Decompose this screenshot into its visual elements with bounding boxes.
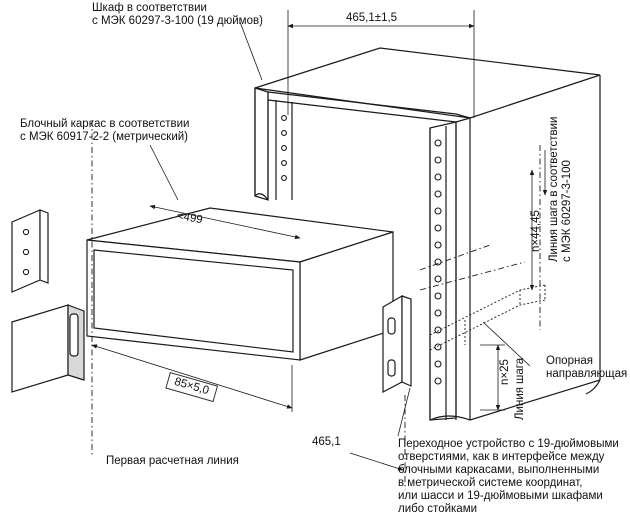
dim-465: 465,1 xyxy=(312,436,341,448)
support-rail-label: Опорная направляющая xyxy=(546,355,628,380)
left-bracket-lower xyxy=(11,304,85,393)
dim-cabinet-width: 465,1±1,5 xyxy=(346,12,398,24)
pitch-line-label: Линия шага xyxy=(514,357,526,420)
right-post-holes xyxy=(434,139,442,385)
subrack-label: Блочный каркас в соответствии с МЭК 6091… xyxy=(20,118,190,143)
left-bracket-upper xyxy=(11,209,49,293)
dim-pitch-vertical: n×44,45 xyxy=(530,210,542,252)
subrack xyxy=(86,207,394,361)
leaders xyxy=(149,21,531,437)
dimensions xyxy=(91,10,548,490)
pitch-line-cabinet-label: Линия шага в соответствии с МЭК 60297-3-… xyxy=(548,116,573,262)
dim-pitch-25: n×25 xyxy=(499,359,511,385)
cabinet xyxy=(254,47,601,421)
adapter-label: Переходное устройство с 19-дюймовыми отв… xyxy=(398,438,619,515)
left-post-holes xyxy=(281,115,287,181)
adapter-bracket xyxy=(382,294,412,393)
support-rail xyxy=(429,284,546,351)
first-datum-label: Первая расчетная линия xyxy=(106,455,239,467)
cabinet-label: Шкаф в соответствии с МЭК 60297-3-100 (1… xyxy=(92,2,263,27)
